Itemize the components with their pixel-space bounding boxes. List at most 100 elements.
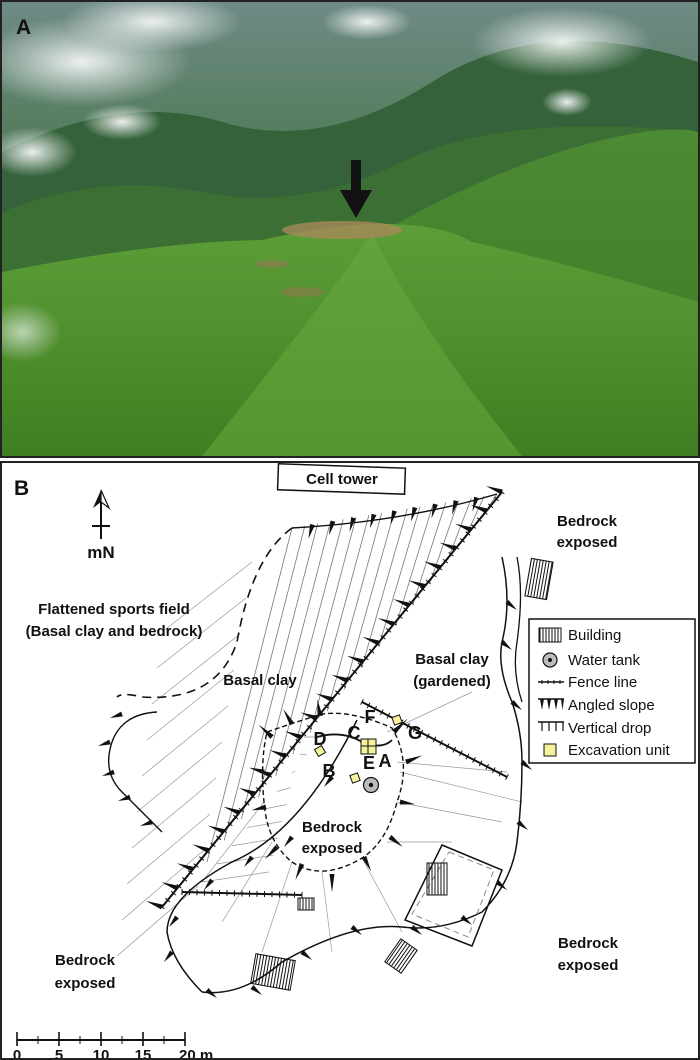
- fence-tick: [159, 904, 165, 910]
- enclosure-outline: [403, 844, 503, 947]
- fence-tick: [465, 531, 471, 536]
- unit-label-a: A: [379, 751, 392, 771]
- fence-tick: [329, 697, 335, 702]
- scale-tick-label: 10: [93, 1047, 110, 1058]
- legend-building: Building: [568, 627, 621, 644]
- fence-tick: [306, 724, 312, 730]
- fence-tick: [505, 774, 509, 780]
- fence-tick: [414, 593, 420, 599]
- hachure-line: [261, 861, 293, 953]
- slope-spike: [505, 600, 517, 610]
- water-tank-icon: [362, 776, 380, 794]
- slope-spike: [251, 804, 267, 811]
- fence-tick: [373, 705, 378, 712]
- fence-tick: [452, 746, 457, 753]
- hachure-line: [206, 527, 293, 863]
- basal-clay-label: Basal clay: [223, 672, 297, 689]
- excavation-unit: [349, 772, 361, 784]
- slope-spike: [118, 794, 131, 801]
- fence-tick: [357, 662, 363, 668]
- fence-tick: [454, 545, 460, 550]
- slope-spike: [424, 561, 442, 570]
- bedrock-center-label: Bedrock: [302, 819, 363, 836]
- hachure-line: [361, 857, 403, 933]
- unit-label-e: E: [363, 753, 375, 773]
- slope-spike: [102, 769, 115, 776]
- fence-ticks: [159, 489, 509, 910]
- legend-water-tank-icon: [542, 652, 558, 668]
- basal-clay-gardened-label: Basal clay: [415, 651, 489, 668]
- unit-label-b: B: [323, 761, 336, 781]
- scale-tick-label: 0: [13, 1047, 21, 1058]
- fence-tick: [476, 517, 482, 522]
- sports-field-boundary: [116, 527, 293, 699]
- fence-tick: [182, 877, 188, 882]
- fence-tick: [448, 551, 454, 557]
- slope-spike: [377, 618, 395, 627]
- north-arrow-icon: [92, 489, 111, 539]
- fence-tick: [318, 711, 324, 716]
- fence-tick: [346, 676, 352, 682]
- fence-tick: [442, 558, 448, 564]
- slope-spike: [460, 915, 472, 925]
- hachure-line: [136, 741, 223, 813]
- fence-tick: [386, 628, 392, 633]
- legend-excavation-unit: Excavation unit: [568, 742, 671, 759]
- slope-spike: [331, 674, 349, 683]
- slope-spike: [285, 731, 302, 740]
- aerial-photo-panel: A: [0, 0, 700, 458]
- fence-tick: [261, 780, 267, 785]
- excavation-unit: [367, 745, 377, 755]
- building: [524, 557, 554, 601]
- slope-spike: [329, 874, 335, 893]
- hachure-line: [292, 517, 357, 755]
- slope-spike: [388, 835, 403, 847]
- location-arrow-icon: [340, 160, 372, 218]
- fence-tick: [403, 607, 409, 612]
- fence-tick: [485, 763, 490, 770]
- fence-tick: [233, 814, 239, 820]
- fence-tick: [391, 621, 397, 626]
- fence-tick: [431, 572, 437, 578]
- building: [297, 897, 315, 911]
- slope-spike: [455, 523, 472, 533]
- hachure-line: [146, 669, 235, 741]
- fence-tick: [250, 794, 256, 799]
- hachure-line: [121, 849, 205, 921]
- fence-tick: [437, 565, 443, 571]
- basal-clay-gardened-label-2: (gardened): [413, 673, 491, 690]
- slope-spike: [250, 985, 262, 995]
- fence-tick: [227, 821, 233, 827]
- slope-spike: [500, 640, 512, 650]
- fence-tick: [459, 538, 465, 543]
- hachure-line: [464, 495, 485, 539]
- slope-spike: [362, 636, 380, 646]
- hachure-line: [396, 761, 508, 773]
- fence-tick: [408, 600, 414, 605]
- hachure-line: [161, 561, 253, 633]
- slope-spike: [258, 724, 274, 739]
- hachure-line: [223, 525, 306, 841]
- slope-spike: [295, 863, 305, 880]
- fence-tick: [216, 835, 222, 841]
- building: [426, 862, 448, 896]
- fence-tick: [432, 736, 437, 743]
- fence-tick: [379, 709, 384, 716]
- fence-tick: [323, 704, 329, 709]
- slope-spike: [169, 915, 179, 927]
- fence-tick: [176, 883, 182, 889]
- fence-tick: [471, 524, 477, 529]
- hachure-line: [412, 502, 447, 604]
- hachure-line: [447, 498, 472, 561]
- slope-spike: [495, 880, 507, 890]
- fence-tick: [412, 726, 417, 733]
- hachure-line: [396, 801, 503, 823]
- slope-spike: [207, 825, 225, 834]
- fence-tick: [335, 690, 341, 695]
- fence-tick: [380, 634, 386, 640]
- outer-ridge-line: [201, 556, 523, 994]
- legend-vertical-drop: Vertical drop: [568, 720, 651, 737]
- unit-label-c: C: [348, 723, 361, 743]
- unit-label-f: F: [365, 707, 376, 727]
